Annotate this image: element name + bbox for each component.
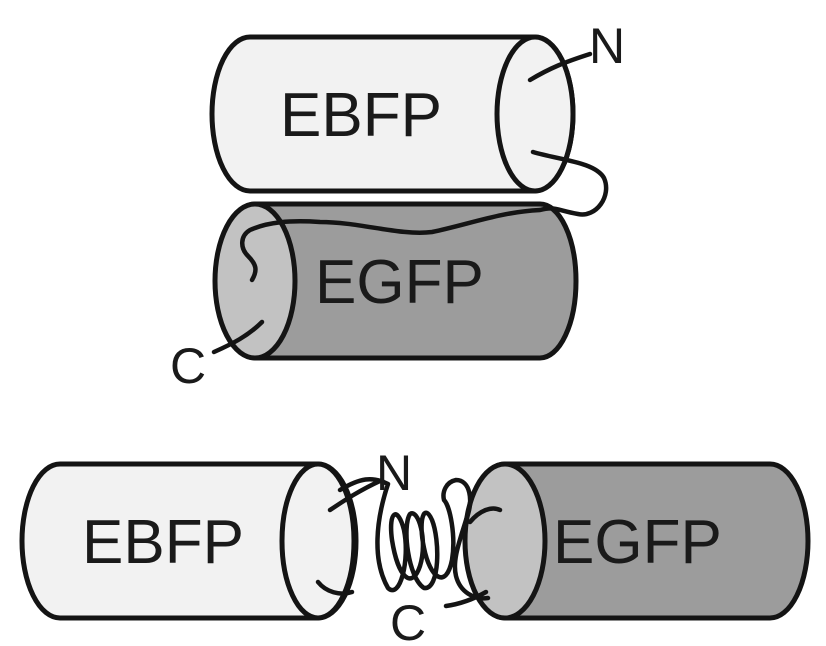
bottom-egfp-label: EGFP bbox=[553, 508, 722, 577]
bottom-ebfp-label: EBFP bbox=[82, 508, 244, 577]
bottom-linker-coil bbox=[337, 476, 491, 601]
bottom-egfp-cap bbox=[462, 461, 548, 621]
bottom-n-terminus-tick bbox=[327, 477, 385, 513]
bottom-construct: EBFP EGFP N C bbox=[19, 445, 811, 646]
top-egfp-cap bbox=[212, 201, 298, 361]
bottom-n-terminus-label: N bbox=[376, 445, 412, 501]
top-c-terminus-label: C bbox=[170, 338, 206, 394]
bottom-ebfp-lower-tick bbox=[315, 579, 355, 596]
top-egfp-label: EGFP bbox=[315, 248, 484, 317]
bottom-c-terminus-label: C bbox=[390, 595, 426, 646]
bottom-c-terminus-tick bbox=[443, 589, 489, 609]
top-c-terminus-tick bbox=[211, 319, 265, 355]
top-egfp-barrel bbox=[212, 201, 579, 361]
top-construct: EBFP EGFP N C bbox=[170, 18, 625, 394]
top-linker bbox=[240, 149, 609, 283]
bottom-ebfp-cap bbox=[279, 461, 357, 621]
top-n-terminus-tick bbox=[527, 51, 593, 83]
bottom-egfp-upper-tick bbox=[467, 506, 503, 525]
top-ebfp-label: EBFP bbox=[280, 81, 442, 150]
top-n-terminus-label: N bbox=[589, 18, 625, 74]
bottom-egfp-barrel bbox=[462, 461, 811, 621]
top-ebfp-cap bbox=[494, 34, 576, 194]
top-ebfp-barrel bbox=[209, 34, 576, 194]
